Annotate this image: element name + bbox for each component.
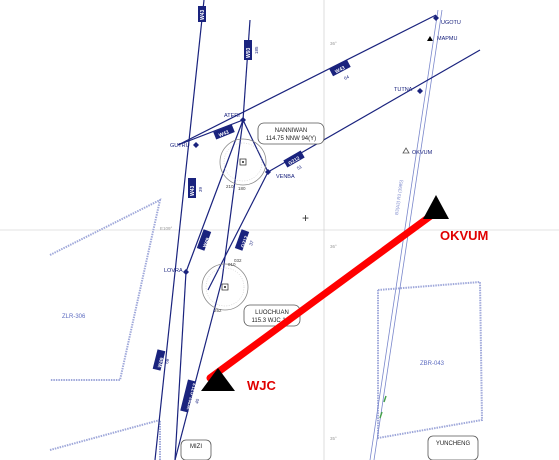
navaid-box-nanniwan: NANNIWAN 114.75 NNW 94(Y) [257, 122, 325, 145]
route-shield-g212-b: G212 37 [234, 229, 255, 251]
okvum-label: OKVUM [440, 228, 488, 243]
svg-text:W43: W43 [334, 65, 346, 75]
waypoint-ugotu-label: UGOTU [441, 20, 461, 26]
svg-text:G212: G212 [287, 155, 301, 166]
svg-text:39: 39 [198, 186, 203, 192]
grid-label-left: E109° [160, 226, 173, 231]
svg-text:115.3 WJC 100: 115.3 WJC 100 [252, 318, 294, 324]
svg-text:LUOCHUAN: LUOCHUAN [255, 310, 289, 316]
grid-label-bottom: 35° [330, 436, 337, 441]
zone-zlr-label: ZLR-306 [62, 314, 86, 320]
svg-text:51: 51 [296, 164, 303, 171]
waypoint-markers [183, 15, 439, 275]
route-shield-w93: W93 185 [244, 40, 259, 60]
waypoint-okvum-small-label: OKVUM [412, 150, 433, 156]
route-shield-w49-lower: W49 69 [152, 349, 170, 371]
highlight-route-line [206, 208, 440, 382]
route-shield-w201: W201-G212 40 [180, 379, 200, 413]
vor-luochuan-radial-b: 252 [214, 308, 222, 313]
svg-text:NANNIWAN: NANNIWAN [275, 128, 307, 134]
airways [154, 0, 481, 460]
svg-text:114.75 NNW 94(Y): 114.75 NNW 94(Y) [266, 136, 316, 142]
okvum-triangle-marker [423, 195, 449, 219]
svg-text:37: 37 [248, 239, 255, 246]
zone-zbr-label: ZBR-043 [420, 361, 445, 367]
svg-text:40: 40 [194, 398, 200, 405]
vor-luochuan-rose [201, 263, 249, 311]
grid-label-mid: 36° [330, 244, 337, 249]
route-shield-w49: W49 [196, 229, 211, 251]
green-marks [379, 395, 387, 419]
waypoint-mapmu-marker [427, 36, 433, 41]
wjc-label: WJC [247, 378, 277, 393]
svg-text:64: 64 [343, 74, 350, 81]
vor-luochuan-radial-c: 032 [234, 258, 242, 263]
vor-luochuan-radial-a: 010 [228, 262, 236, 267]
zone-zlr-306 [49, 198, 162, 381]
zone-edge-lower [49, 418, 161, 460]
svg-text:G212: G212 [240, 235, 250, 249]
svg-text:W43: W43 [190, 186, 196, 197]
svg-text:W49: W49 [202, 237, 211, 249]
svg-text:W93: W93 [246, 48, 252, 59]
waypoint-ateri-label: ATERI [224, 113, 240, 119]
waypoint-mapmu-label: MAPMU [437, 36, 458, 42]
svg-text:W43: W43 [200, 10, 206, 21]
route-shield-g212-a: G212 51 [283, 150, 305, 171]
svg-text:MIZI: MIZI [190, 444, 202, 450]
city-box-mizi: MIZI [180, 439, 212, 460]
route-shield-w43-mid: W43 39 [188, 178, 203, 198]
waypoint-okvum-small-marker [402, 147, 410, 154]
waypoint-tutna-label: TUTNA [394, 87, 413, 93]
svg-text:185: 185 [254, 46, 259, 54]
center-crosshair: + [302, 211, 309, 225]
waypoint-venba-label: VENBA [276, 174, 295, 180]
wjc-triangle-marker [201, 368, 235, 391]
route-shield-w43-top: W43 [198, 6, 206, 22]
vor-nanniwan-radial-a: 180 [238, 186, 246, 191]
grid-label-top: 36° [330, 41, 337, 46]
svg-text:W49: W49 [157, 357, 165, 369]
waypoint-lovra-label: LOVRA [164, 268, 183, 274]
svg-text:YUNCHENG: YUNCHENG [436, 441, 471, 447]
waypoint-gutru-label: GUTRU [170, 143, 190, 149]
vor-nanniwan-radial-b: 210 [226, 184, 234, 189]
zone-zbr-043 [377, 280, 484, 440]
vor-nanniwan-rose [219, 138, 267, 186]
svg-text:W43: W43 [218, 129, 230, 138]
route-shield-w43-left: W43 [213, 124, 235, 140]
route-shield-w43-right: W43 64 [329, 59, 351, 81]
city-box-yuncheng: YUNCHENG [427, 435, 479, 460]
svg-text:69: 69 [164, 358, 170, 365]
route-b3-note: B3(A3) R3 (3985) [394, 179, 404, 215]
